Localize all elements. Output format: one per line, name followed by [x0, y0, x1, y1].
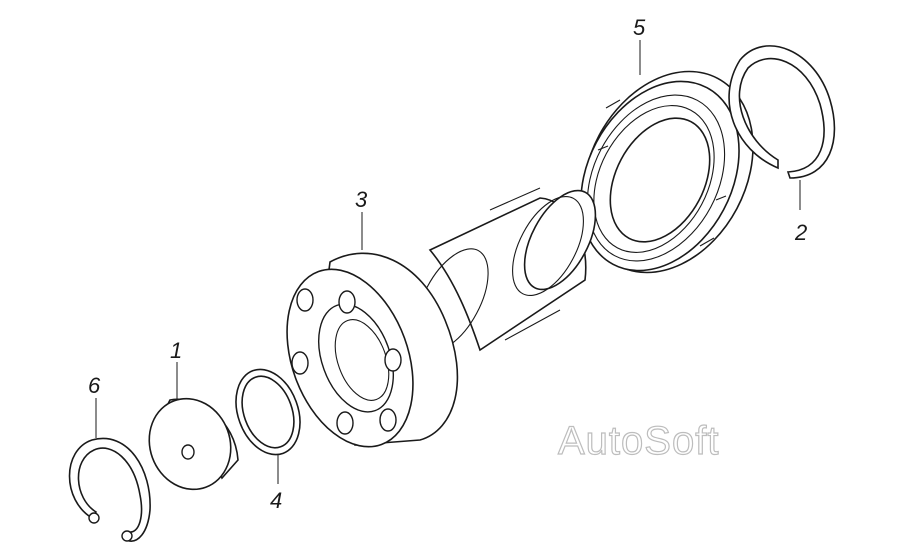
part-2-snap-ring	[728, 45, 836, 179]
part-6-circlip	[68, 437, 151, 542]
callout-6: 6	[88, 373, 101, 398]
part-3-flange	[286, 252, 459, 448]
callout-5: 5	[633, 15, 646, 40]
watermark-text: AutoSoft	[558, 419, 719, 463]
callout-3: 3	[355, 187, 368, 212]
part-5-bearing	[580, 70, 754, 274]
part-4-o-ring	[235, 368, 301, 456]
part-1-cover	[148, 397, 239, 491]
callout-4: 4	[270, 488, 282, 513]
part-3-shaft	[415, 187, 597, 352]
callout-1: 1	[170, 338, 182, 363]
callout-2: 2	[794, 220, 807, 245]
leader-lines	[95, 40, 801, 484]
